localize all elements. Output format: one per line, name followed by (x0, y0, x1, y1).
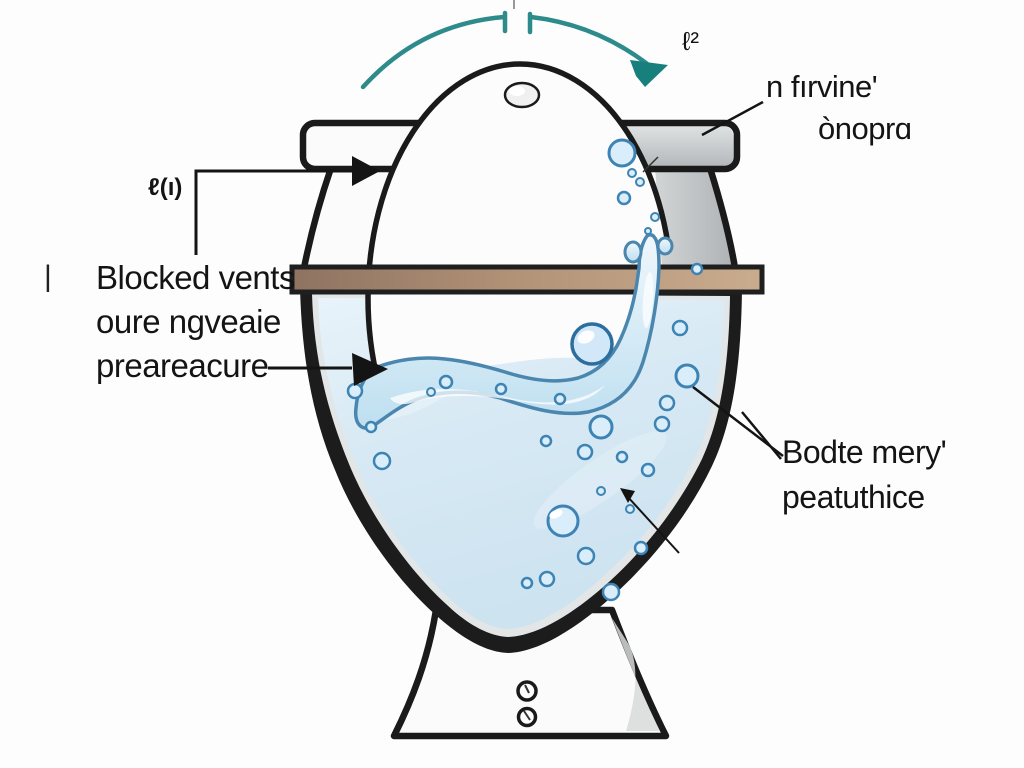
tank-left-edge (300, 166, 335, 269)
hinge-bar (289, 264, 765, 295)
arc-left-segment (360, 14, 507, 90)
inside-bowl-arrowhead-icon (620, 488, 635, 503)
label-line: n fırvine' (766, 69, 878, 104)
water-arrowhead-icon (352, 353, 388, 386)
water-splash (353, 233, 674, 430)
annotation-lines (194, 100, 784, 554)
arc-right-segment (528, 14, 658, 73)
bubbles (346, 138, 704, 602)
pedestal-shading (612, 618, 660, 731)
splash-swoosh (353, 233, 661, 430)
label-line: Blocked vents (96, 259, 295, 296)
label-line: ònoprɑ (818, 111, 912, 146)
label-line: Bodte mery' (782, 434, 947, 470)
flow-direction-arc (360, 0, 668, 90)
tank-right-edge (706, 167, 739, 269)
big-bubble (570, 322, 614, 366)
lid-button-icon (503, 81, 541, 109)
label-line: preareacure (96, 347, 269, 384)
toilet-pedestal (390, 606, 670, 740)
splash-blob (623, 240, 643, 264)
left-pipe-glyph: | (44, 260, 52, 293)
label-line: peatuthice (782, 479, 925, 515)
label-tank-annotation: n fırvine' ònoprɑ (766, 66, 912, 150)
top-right-glyph: ℓ² (682, 26, 700, 56)
left-elbow-leader (194, 169, 354, 255)
splash-blob (656, 236, 674, 256)
arc-arrowhead-icon (630, 60, 668, 87)
lid-button-highlight (509, 86, 525, 96)
tank-leader (701, 100, 764, 137)
big-bubble-highlight (577, 330, 595, 344)
label-line: oure ngveaie (96, 303, 281, 340)
inside-bowl-arrow (626, 495, 680, 554)
label-bowl-annotation: Bodte mery' peatuthice (782, 430, 947, 520)
splash-highlight (390, 385, 605, 405)
left-small-glyph: ℓ(ı) (148, 174, 183, 201)
label-blocked-vents: Blocked vents oure ngveaie preareacure (96, 256, 295, 388)
bowl-leader-2 (741, 411, 782, 460)
water-sheen (533, 431, 667, 529)
bolt-slots (523, 684, 531, 721)
splash-highlight (642, 272, 654, 328)
stray-mark (642, 156, 659, 173)
seat-hinge-bar (289, 264, 765, 295)
left-arrowhead-icon (352, 156, 380, 186)
